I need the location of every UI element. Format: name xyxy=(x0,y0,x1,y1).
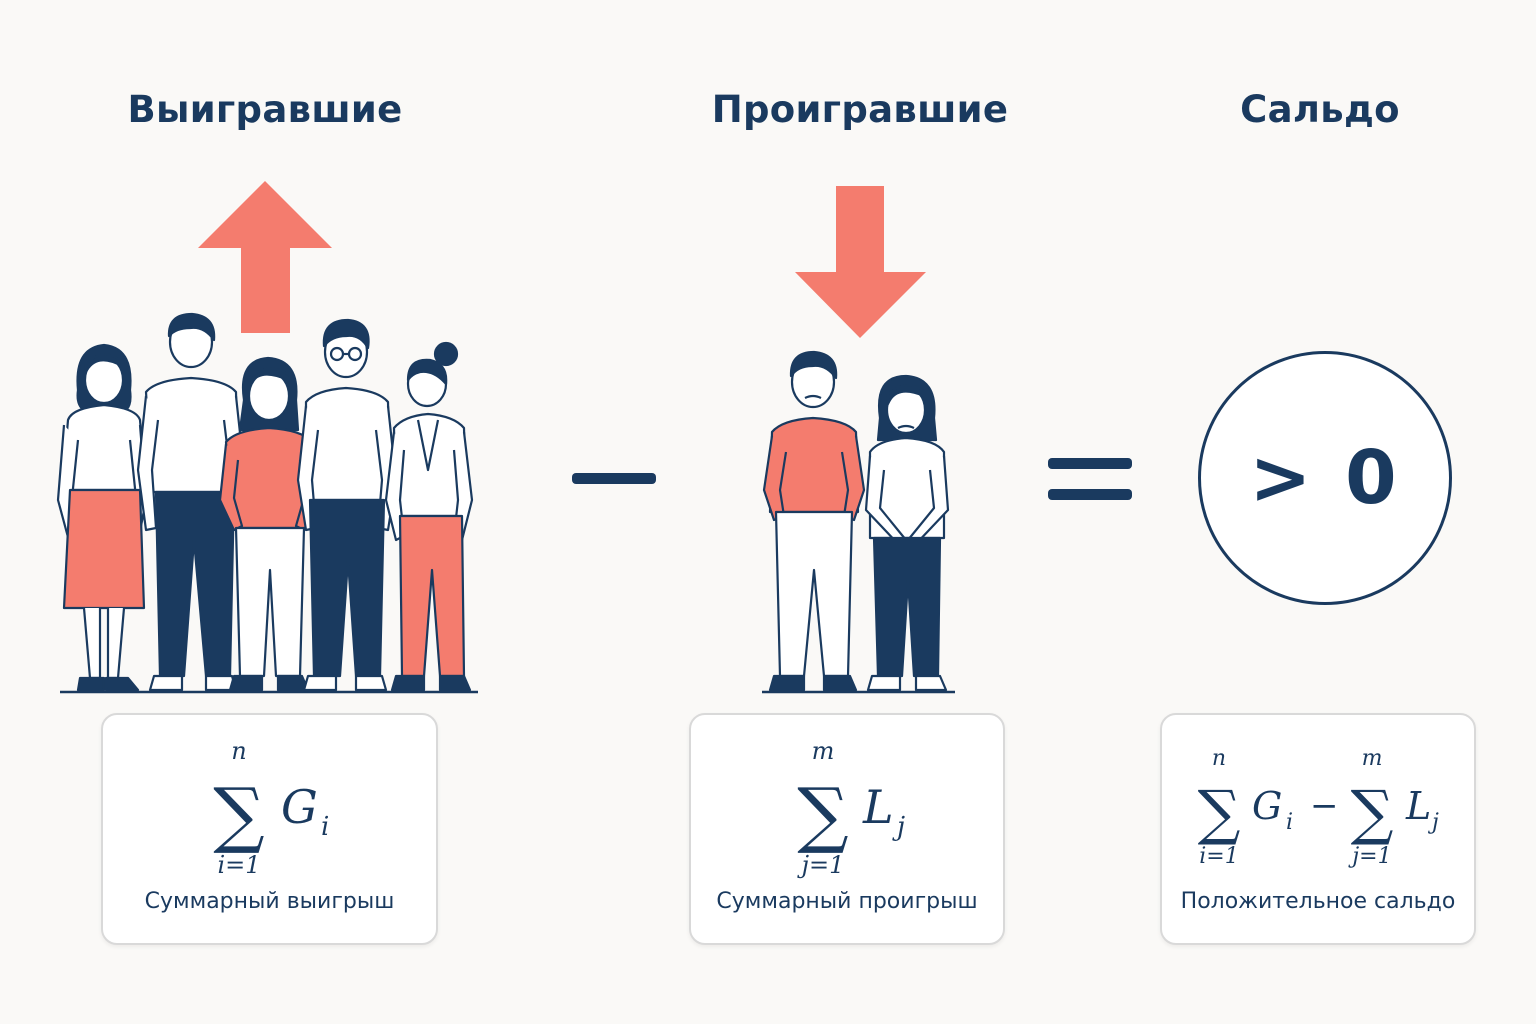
winners-formula-card: n ∑ i=1 G i Суммарный выигрыш xyxy=(101,713,438,945)
winner-person-4 xyxy=(296,318,398,692)
sigma-symbol: ∑ xyxy=(213,772,264,856)
term-subscript: j xyxy=(892,812,905,842)
sum-lower-limit: j=1 xyxy=(797,851,845,879)
balance-heading: Сальдо xyxy=(1240,88,1400,131)
arrow-up-icon xyxy=(198,181,332,333)
winners-heading: Выигравшие xyxy=(127,88,403,131)
winners-formula: n ∑ i=1 G i xyxy=(213,737,329,879)
term2-symbol: L xyxy=(1405,784,1431,828)
balance-formula: n ∑ i=1 G i − m ∑ j=1 L j xyxy=(1198,746,1439,869)
sigma-symbol-2: ∑ xyxy=(1351,778,1394,848)
loser-person-2 xyxy=(864,374,950,692)
sum1-lower-limit: i=1 xyxy=(1199,844,1238,869)
equals-icon-top xyxy=(1048,458,1132,469)
losers-caption: Суммарный проигрыш xyxy=(716,889,978,914)
winner-person-1 xyxy=(56,343,148,692)
sum-upper-limit: m xyxy=(812,737,835,765)
sum2-lower-limit: j=1 xyxy=(1347,844,1391,869)
sum-upper-limit: n xyxy=(231,737,246,765)
winners-caption: Суммарный выигрыш xyxy=(144,889,395,914)
sum2-upper-limit: m xyxy=(1362,746,1383,771)
result-circle: > 0 xyxy=(1198,351,1452,605)
loser-person-1 xyxy=(762,350,866,692)
term1-subscript: i xyxy=(1286,810,1293,835)
term1-symbol: G xyxy=(1252,784,1282,828)
term-subscript: i xyxy=(321,812,329,842)
sigma-symbol-1: ∑ xyxy=(1198,778,1241,848)
sum-lower-limit: i=1 xyxy=(217,851,260,879)
losers-heading: Проигравшие xyxy=(711,88,1009,131)
losers-formula: m ∑ j=1 L j xyxy=(797,737,905,879)
term-symbol: G xyxy=(281,780,318,834)
balance-caption: Положительное сальдо xyxy=(1180,889,1456,914)
winner-person-5 xyxy=(384,341,474,692)
minus-sign: − xyxy=(1310,786,1339,826)
term-symbol: L xyxy=(862,780,894,834)
sigma-symbol: ∑ xyxy=(797,772,848,856)
winner-person-2 xyxy=(136,312,246,692)
arrow-down-icon xyxy=(795,186,926,338)
result-text: > 0 xyxy=(1249,435,1401,521)
sum1-upper-limit: n xyxy=(1212,746,1226,771)
equals-icon-bottom xyxy=(1048,489,1132,500)
balance-formula-card: n ∑ i=1 G i − m ∑ j=1 L j Положительное … xyxy=(1160,713,1476,945)
minus-icon xyxy=(572,473,656,484)
losers-formula-card: m ∑ j=1 L j Суммарный проигрыш xyxy=(689,713,1005,945)
